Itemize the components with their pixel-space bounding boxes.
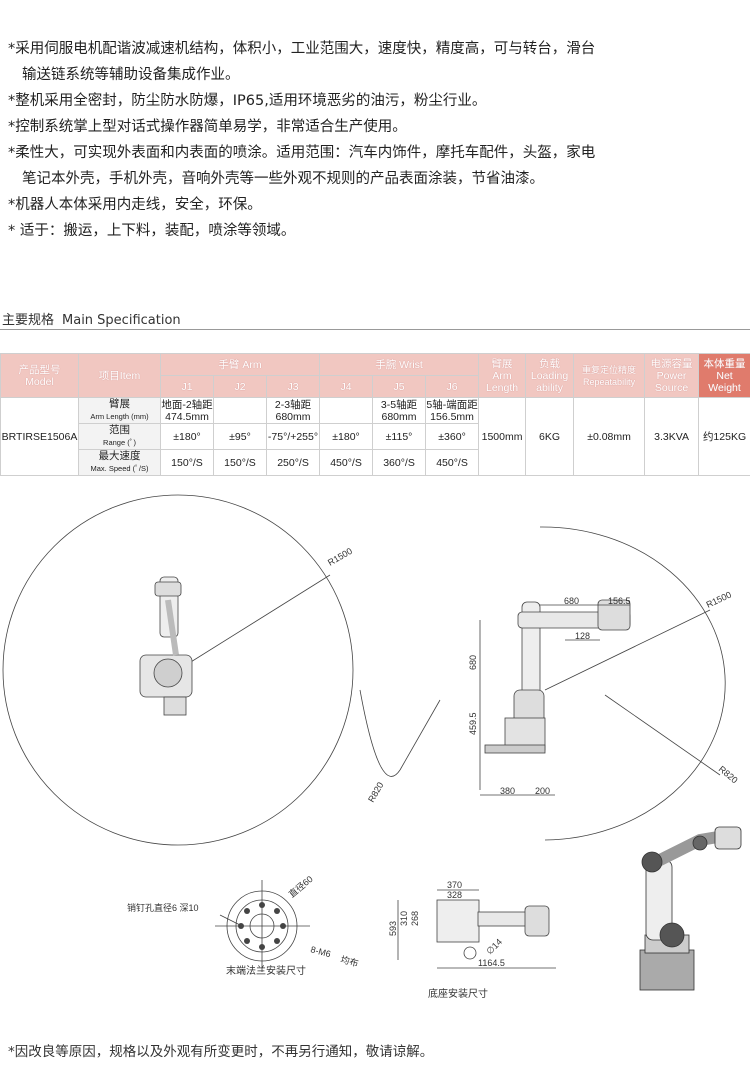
feature-list: *采用伺服电机配谐波减速机结构，体积小，工业范围大，速度快，精度高，可与转台，滑…: [8, 36, 746, 244]
feature-line: 输送链系统等辅助设备集成作业。: [22, 67, 240, 83]
feature-line: *控制系统掌上型对话式操作器简单易学，非常适合生产使用。: [8, 119, 407, 135]
base-310: 310: [399, 911, 409, 926]
flange-even-label: 均布: [339, 953, 359, 968]
cell: ±95°: [213, 423, 267, 450]
cell: 360°/S: [372, 449, 427, 476]
robot-illustration: [639, 826, 742, 991]
flange-hole-label: 销钉孔直径6 深10: [127, 902, 199, 913]
divider: [0, 329, 750, 330]
load-cell: 6KG: [525, 397, 575, 476]
dim-128: 128: [575, 631, 590, 641]
side-view-diagram: R1500 R820 R820 680 156.5 128 680 459.5 …: [359, 526, 740, 841]
repeat-cell: ±0.08mm: [573, 397, 646, 476]
base-593: 593: [388, 921, 398, 936]
spec-title-en: Main Specification: [62, 313, 181, 328]
disclaimer-note: *因改良等原因，规格以及外观有所变更时，不再另行通知，敬请谅解。: [8, 1044, 434, 1060]
weight-cell: 约125KG: [698, 397, 750, 476]
cell: 250°/S: [265, 449, 321, 476]
feature-line: *机器人本体采用内走线，安全，环保。: [8, 197, 262, 213]
header-j1: J1: [160, 375, 214, 398]
cell: ±360°: [425, 423, 480, 450]
dim-380: 380: [500, 786, 515, 796]
header-j2: J2: [213, 375, 267, 398]
header-item: 项目Item: [78, 353, 161, 398]
header-j6: J6: [425, 375, 480, 398]
power-cell: 3.3KVA: [644, 397, 700, 476]
r820-left-label: R820: [366, 780, 385, 804]
cell: ±180°: [160, 423, 214, 450]
cell: 450°/S: [425, 449, 480, 476]
cell: ±115°: [372, 423, 427, 450]
base-370: 370: [447, 880, 462, 890]
cell: 150°/S: [160, 449, 214, 476]
arm-length-cell: 1500mm: [478, 397, 527, 476]
cell: 150°/S: [213, 449, 267, 476]
feature-line: *采用伺服电机配谐波减速机结构，体积小，工业范围大，速度快，精度高，可与转台，滑…: [8, 41, 596, 57]
feature-line: *整机采用全密封，防尘防水防爆，IP65,适用环境恶劣的油污，粉尘行业。: [8, 93, 487, 109]
flange-diagram: 销钉孔直径6 深10 直径60 8-M6 均布 末端法兰安装尺寸: [127, 873, 360, 977]
dim-200: 200: [535, 786, 550, 796]
header-wrist: 手腕 Wrist: [319, 353, 480, 376]
flange-caption: 末端法兰安装尺寸: [226, 964, 306, 977]
feature-line: 笔记本外壳，手机外壳，音响外壳等一些外观不规则的产品表面涂装，节省油漆。: [22, 171, 544, 187]
dim-680-h: 680: [564, 596, 579, 606]
top-view-diagram: R1500: [2, 494, 354, 846]
base-268: 268: [410, 911, 420, 926]
dim-156: 156.5: [608, 596, 631, 606]
base-14: ∅14: [484, 937, 504, 957]
flange-m6-label: 8-M6: [309, 944, 331, 959]
feature-line: *柔性大，可实现外表面和内表面的喷涂。适用范围：汽车内饰件，摩托车配件，头盔，家…: [8, 145, 596, 161]
dim-4595: 459.5: [468, 712, 478, 735]
base-1164: 1164.5: [478, 958, 505, 968]
cell: ±180°: [319, 423, 374, 450]
base-328: 328: [447, 890, 462, 900]
cell: [213, 397, 267, 424]
cell: [319, 397, 374, 424]
spec-title: 主要规格 Main Specification: [2, 309, 181, 328]
header-j4: J4: [319, 375, 374, 398]
cell: 450°/S: [319, 449, 374, 476]
r1500-side-label: R1500: [705, 590, 733, 610]
base-caption: 底座安装尺寸: [428, 987, 488, 1000]
spec-title-cn: 主要规格: [2, 313, 55, 328]
flange-dia-label: 直径60: [286, 873, 315, 899]
r820-right-label: R820: [717, 764, 740, 785]
feature-line: * 适于：搬运，上下料，装配，喷涂等领域。: [8, 223, 296, 239]
r1500-label: R1500: [326, 546, 354, 568]
base-diagram: 370 328 593 310 268 ∅14 1164.5 底座安装尺寸: [388, 880, 556, 1000]
dim-680-v: 680: [468, 655, 478, 670]
model-cell: BRTIRSE1506A: [0, 397, 79, 476]
